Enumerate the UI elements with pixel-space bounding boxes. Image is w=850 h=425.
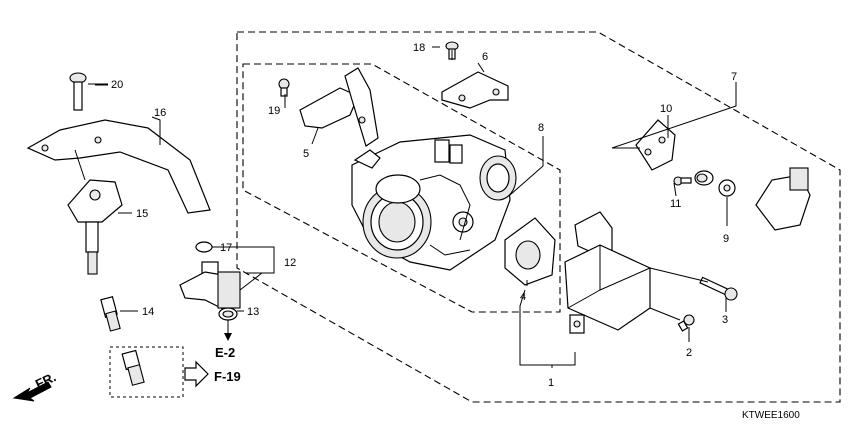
front-arrow-icon xyxy=(12,381,52,402)
callout-14: 14 xyxy=(142,306,154,318)
callout-16: 16 xyxy=(154,107,166,119)
oring-part-13 xyxy=(218,307,238,321)
callout-11: 11 xyxy=(670,198,681,210)
bracket-part-16 xyxy=(26,119,211,214)
callout-6: 6 xyxy=(482,51,488,63)
callout-19: 19 xyxy=(268,105,280,117)
gasket-part-4 xyxy=(504,217,556,286)
reference-arrow-icon xyxy=(184,360,209,388)
reference-e2: E-2 xyxy=(215,345,235,360)
oring-part-17 xyxy=(195,241,213,253)
callout-4: 4 xyxy=(520,291,526,303)
reference-f19: F-19 xyxy=(214,369,241,384)
screw-part-3 xyxy=(699,276,738,301)
screw-part-19 xyxy=(278,78,290,97)
assembly-outline-8 xyxy=(242,63,561,313)
washer-part-9 xyxy=(718,179,736,197)
arrow-down-icon xyxy=(224,333,232,341)
front-label: FR. xyxy=(33,369,58,391)
valve-part-1 xyxy=(564,211,651,334)
assembly-outline-7 xyxy=(236,31,841,403)
fitting-part-14 xyxy=(100,296,121,332)
bracket-part-6 xyxy=(441,71,509,109)
diagram-code: KTWEE1600 xyxy=(742,410,800,421)
callout-9: 9 xyxy=(723,233,729,245)
inset-box xyxy=(109,346,184,398)
bolt-part-20 xyxy=(69,72,87,111)
callout-13: 13 xyxy=(247,306,259,318)
throttle-body xyxy=(351,134,517,271)
plate-part-10 xyxy=(635,119,676,171)
callout-18: 18 xyxy=(413,42,425,54)
callout-20: 20 xyxy=(111,79,123,91)
bracket-part-5 xyxy=(299,67,379,147)
leader-lines xyxy=(88,46,737,368)
inset-fitting xyxy=(121,349,145,386)
callout-3: 3 xyxy=(722,314,728,326)
callout-17: 17 xyxy=(220,242,232,254)
callout-8: 8 xyxy=(538,122,544,134)
callout-2: 2 xyxy=(686,347,692,359)
callout-7: 7 xyxy=(731,71,737,83)
sensor-part-15 xyxy=(67,179,123,275)
screw-part-11 xyxy=(673,176,692,186)
sleeve-part xyxy=(694,170,714,186)
callout-10: 10 xyxy=(660,103,672,115)
callout-15: 15 xyxy=(136,208,148,220)
screw-part-2 xyxy=(677,314,695,332)
sensor-part xyxy=(755,167,811,231)
injector-part-12 xyxy=(179,261,241,311)
callout-5: 5 xyxy=(303,148,309,160)
callout-12: 12 xyxy=(284,257,296,269)
callout-1: 1 xyxy=(548,377,554,389)
